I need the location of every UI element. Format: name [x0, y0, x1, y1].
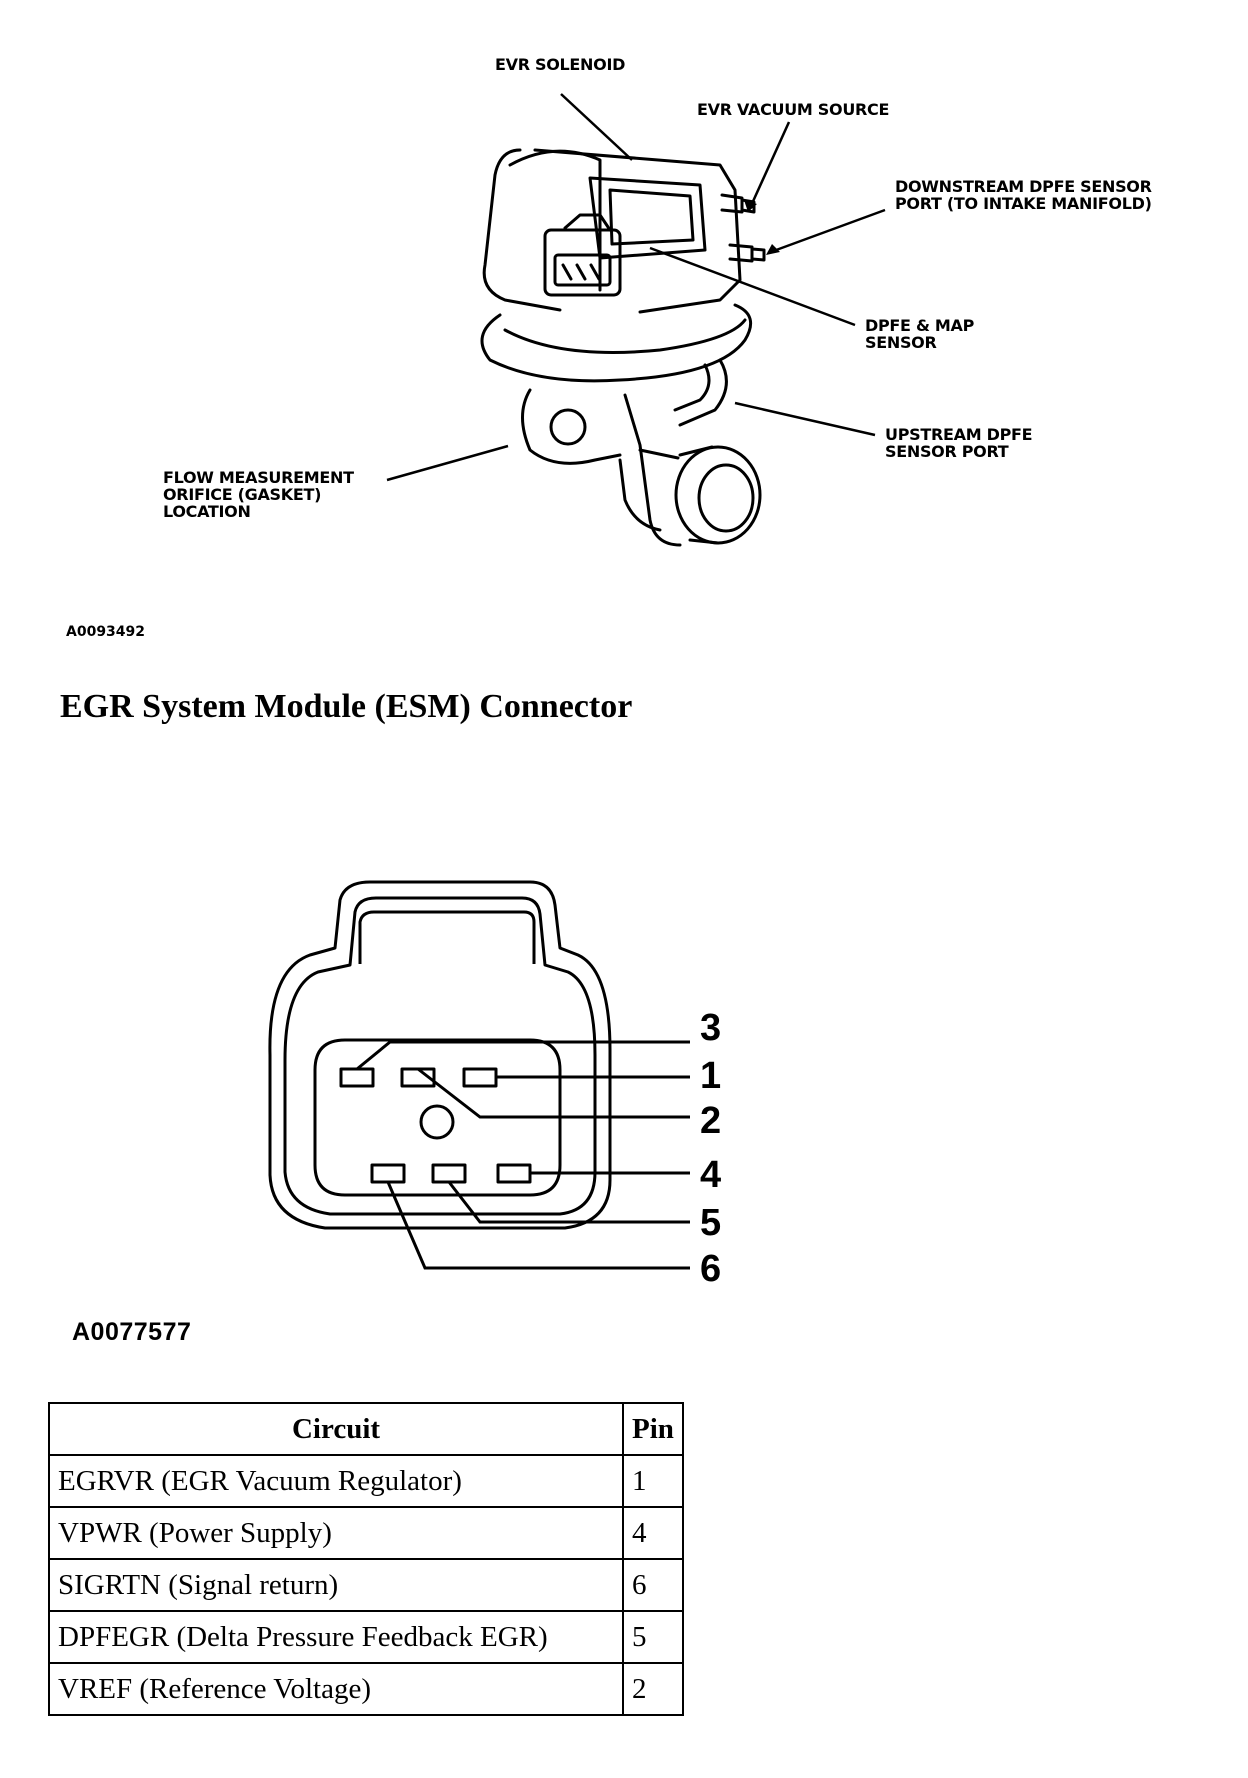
pin-cell: 4	[622, 1506, 684, 1560]
pin-label-5: 5	[700, 1202, 722, 1244]
page-heading: EGR System Module (ESM) Connector	[60, 688, 633, 725]
callout-downstream-dpfe-port: DOWNSTREAM DPFE SENSOR PORT (TO INTAKE M…	[895, 177, 1152, 213]
pin-label-6: 6	[700, 1248, 722, 1290]
pin-label-1: 1	[700, 1055, 722, 1097]
table-row: VREF (Reference Voltage) 2	[48, 1662, 684, 1716]
pin-cell: 6	[622, 1558, 684, 1612]
pin-label-4: 4	[700, 1154, 722, 1196]
connector-face-drawing	[268, 880, 690, 1270]
circuit-cell: VPWR (Power Supply)	[48, 1506, 624, 1560]
pin-4-terminal	[496, 1163, 532, 1184]
callout-evr-vacuum-source: EVR VACUUM SOURCE	[697, 100, 890, 119]
figure-id-2: A0077577	[72, 1318, 192, 1346]
table-row: SIGRTN (Signal return) 6	[48, 1558, 684, 1612]
pin-cell: 2	[622, 1662, 684, 1716]
callout-upstream-dpfe-port: UPSTREAM DPFE SENSOR PORT	[885, 425, 1033, 461]
circuit-cell: VREF (Reference Voltage)	[48, 1662, 624, 1716]
table-header-row: Circuit Pin	[48, 1402, 684, 1456]
pin-1-terminal	[462, 1067, 498, 1088]
column-header-circuit: Circuit	[48, 1402, 624, 1456]
table-row: VPWR (Power Supply) 4	[48, 1506, 684, 1560]
center-key	[419, 1104, 455, 1140]
pin-cell: 5	[622, 1610, 684, 1664]
table-row: DPFEGR (Delta Pressure Feedback EGR) 5	[48, 1610, 684, 1664]
circuit-cell: SIGRTN (Signal return)	[48, 1558, 624, 1612]
circuit-pin-table: Circuit Pin EGRVR (EGR Vacuum Regulator)…	[48, 1402, 684, 1716]
figure-id-1: A0093492	[66, 624, 146, 640]
callout-flow-orifice: FLOW MEASUREMENT ORIFICE (GASKET) LOCATI…	[163, 468, 354, 521]
pin-label-2: 2	[700, 1100, 722, 1142]
callout-evr-solenoid: EVR SOLENOID	[495, 55, 626, 74]
pin-6-terminal	[370, 1163, 406, 1184]
table-row: EGRVR (EGR Vacuum Regulator) 1	[48, 1454, 684, 1508]
pin-3-terminal	[339, 1067, 375, 1088]
circuit-cell: DPFEGR (Delta Pressure Feedback EGR)	[48, 1610, 624, 1664]
pin-cell: 1	[622, 1454, 684, 1508]
circuit-cell: EGRVR (EGR Vacuum Regulator)	[48, 1454, 624, 1508]
column-header-pin: Pin	[622, 1402, 684, 1456]
callout-dpfe-map-sensor: DPFE & MAP SENSOR	[865, 316, 974, 352]
esm-module-illustration	[386, 93, 886, 547]
pin-label-3: 3	[700, 1007, 722, 1049]
pin-5-terminal	[431, 1163, 467, 1184]
